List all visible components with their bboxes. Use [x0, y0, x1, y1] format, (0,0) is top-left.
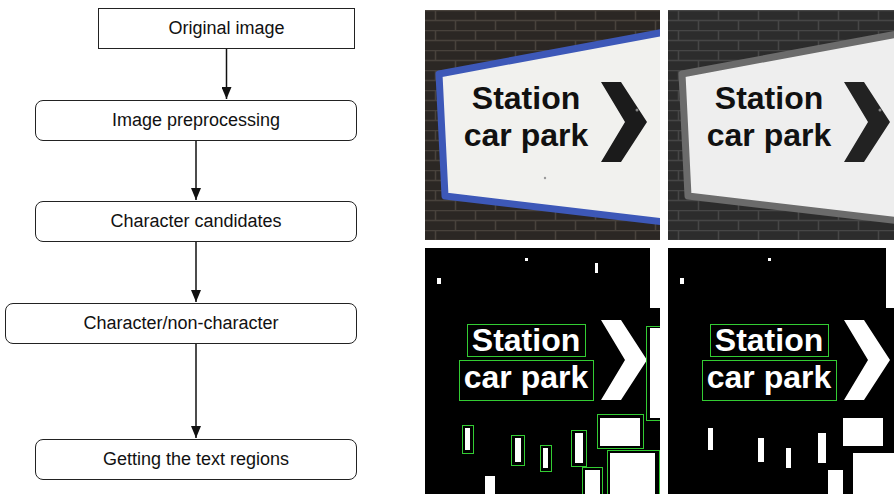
flow-arrow: [195, 242, 197, 302]
flow-arrow: [226, 49, 228, 99]
text-region-image: [668, 248, 894, 494]
box-label: Image preprocessing: [112, 110, 280, 132]
sign-text: Station car park: [460, 80, 592, 154]
box-label: Character/non-character: [83, 313, 278, 335]
sign-text: Station car park: [703, 322, 835, 396]
original-photo: [425, 10, 660, 240]
box-label: Getting the text regions: [103, 449, 289, 471]
process-box: Image preprocessing: [35, 100, 357, 141]
flow-arrow: [195, 344, 197, 438]
process-box: Original image: [98, 8, 355, 49]
process-box: Character/non-character: [5, 303, 357, 344]
sign-text: Station car park: [703, 80, 835, 154]
sign-text: Station car park: [460, 322, 592, 396]
process-box: Getting the text regions: [35, 439, 357, 480]
process-box: Character candidates: [35, 201, 357, 242]
box-label: Character candidates: [110, 211, 281, 233]
box-label: Original image: [168, 18, 284, 40]
flow-arrow: [195, 141, 197, 200]
candidate-image: [425, 248, 660, 494]
grayscale-photo: [668, 10, 894, 240]
